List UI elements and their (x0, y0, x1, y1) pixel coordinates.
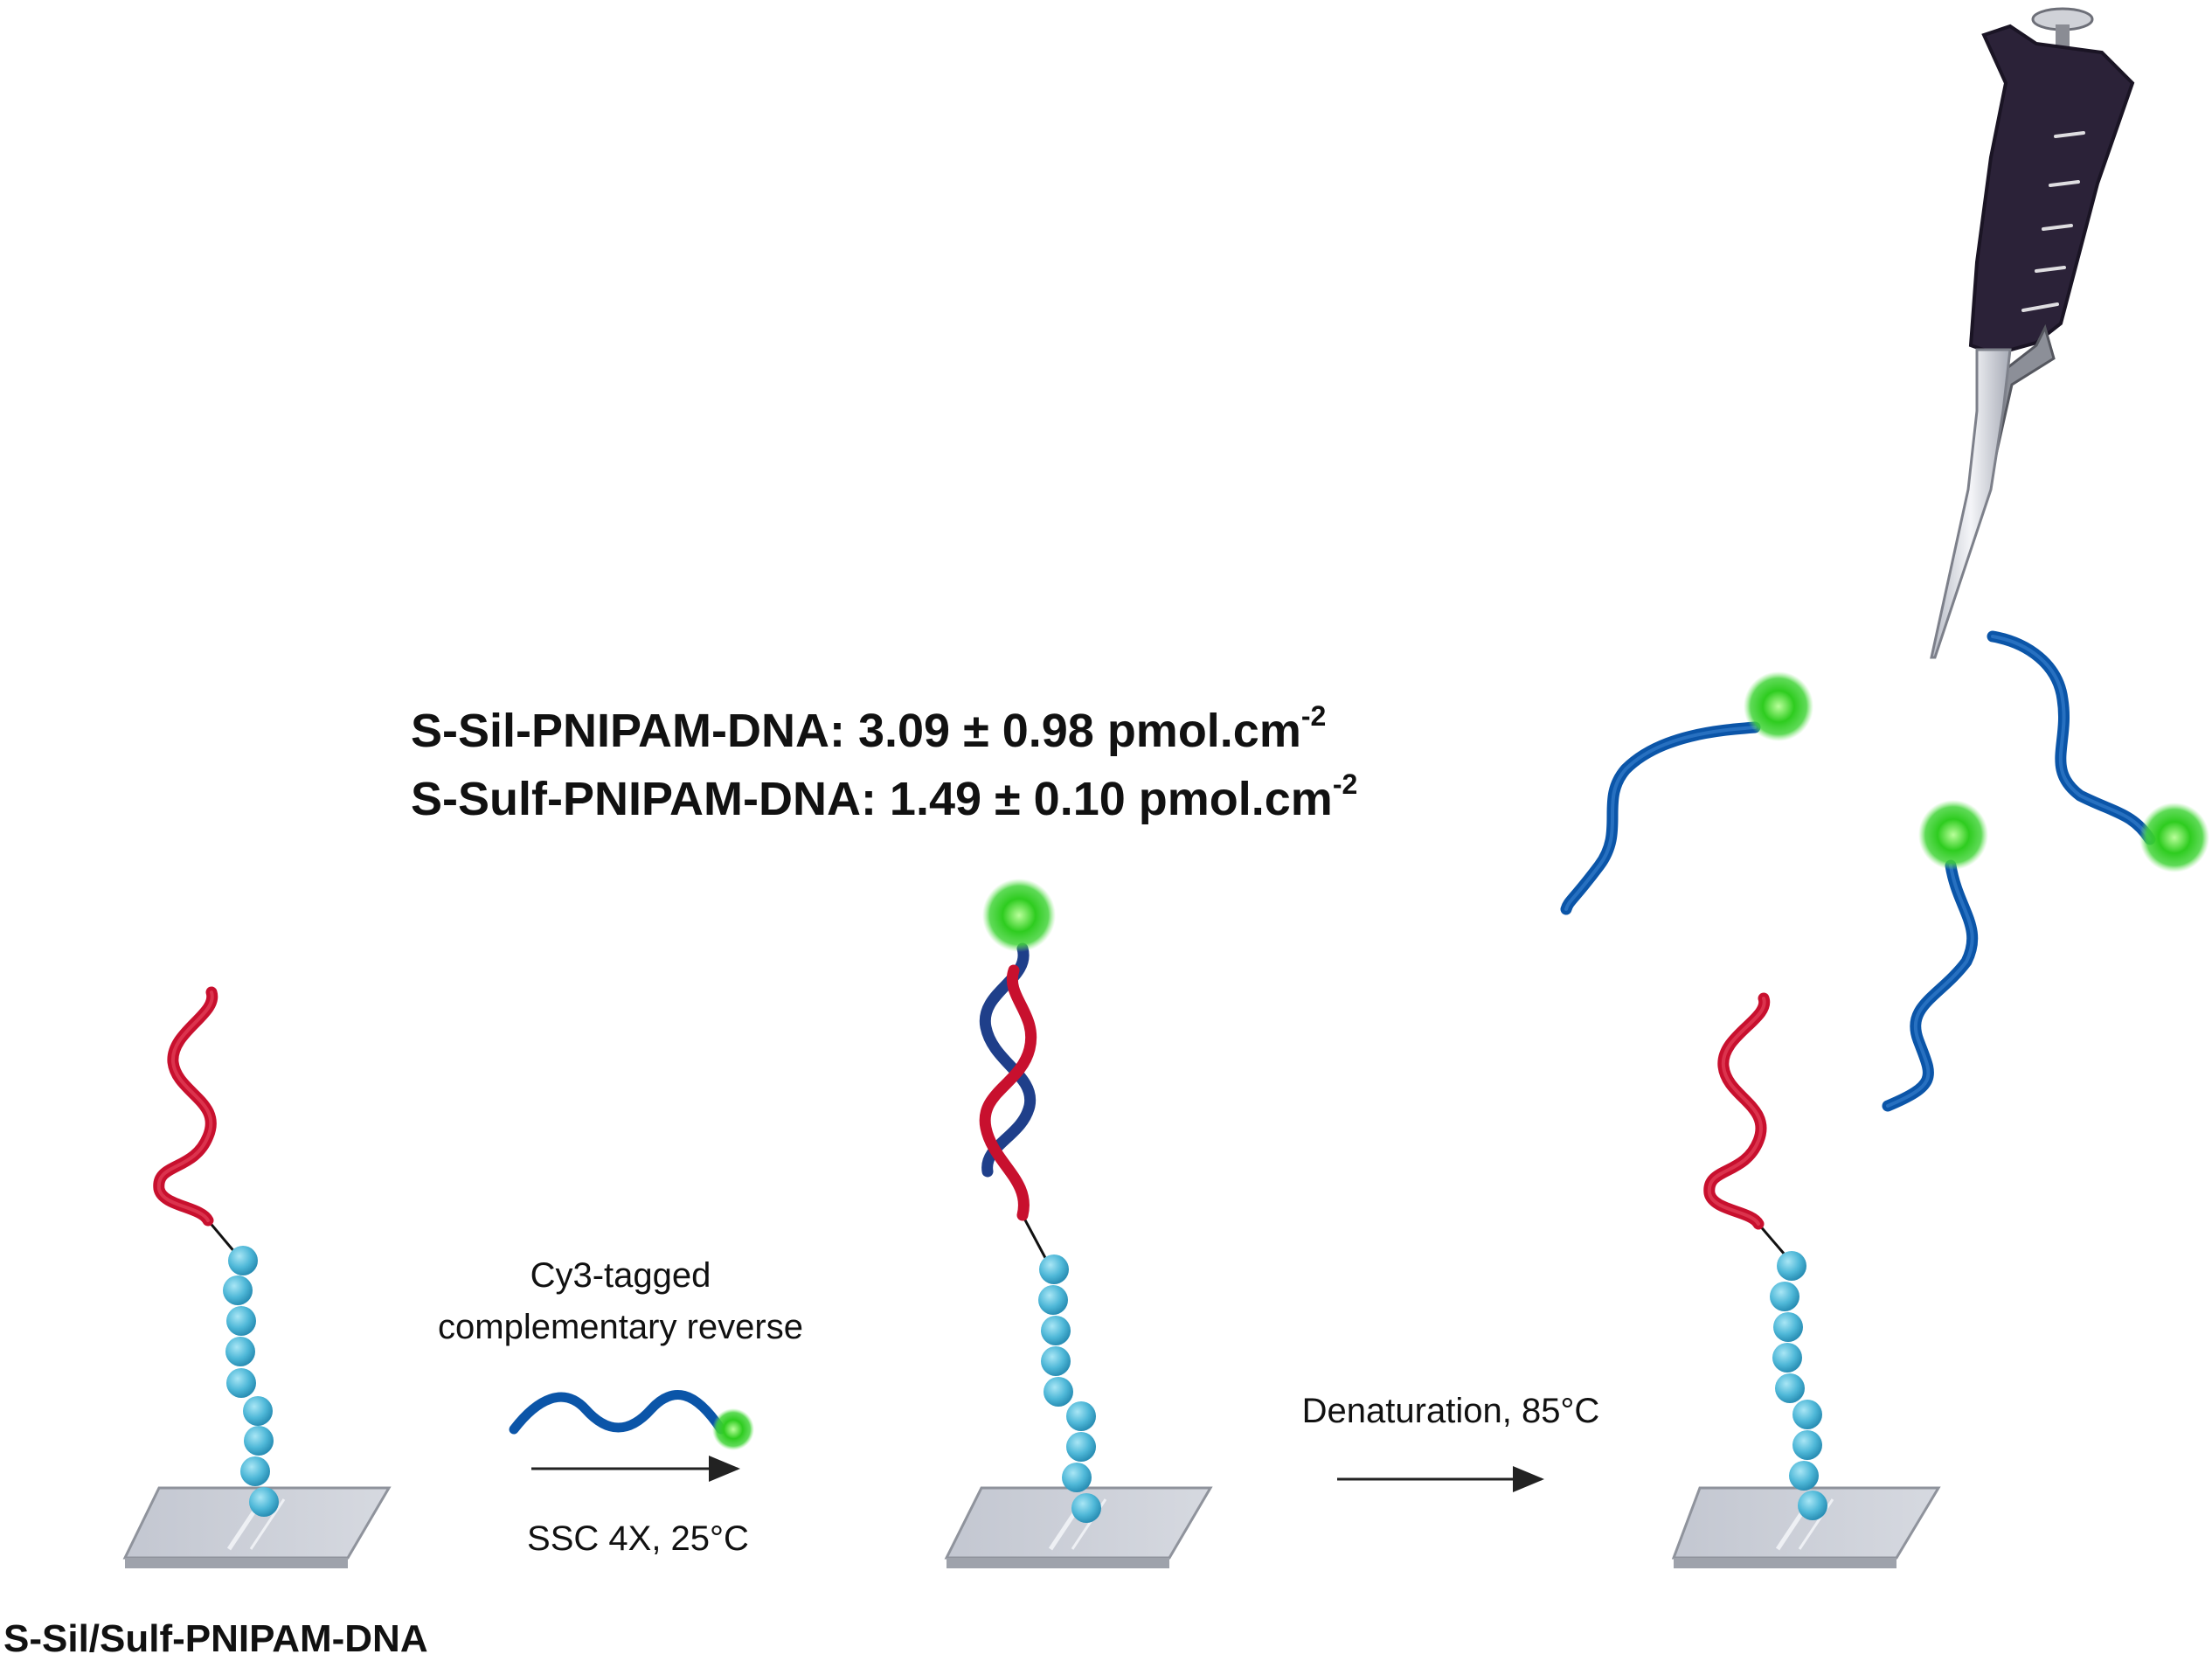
polymer-chain (1770, 1251, 1827, 1520)
glass-slide-icon (944, 1486, 1213, 1568)
step2-condition: Denaturation, 85°C (1301, 1392, 1600, 1430)
result-sil-exponent: -2 (1300, 700, 1327, 732)
micropipette-icon (1930, 7, 2135, 659)
polymer-chain (223, 1246, 279, 1517)
fluorophore-icon (2139, 803, 2209, 872)
dna-strand-icon (509, 1390, 726, 1435)
glass-slide-icon (1671, 1486, 1941, 1568)
step1-reagent-line2: complementary reverse (438, 1308, 803, 1346)
result-sulf-exponent: -2 (1332, 768, 1358, 800)
fluorophore-icon (1918, 800, 1988, 870)
construct-denatured (1671, 992, 1941, 1568)
result-sulf-text: S-Sulf-PNIPAM-DNA: 1.49 ± 0.10 pmol.cm (411, 773, 1333, 825)
construct-initial (122, 986, 392, 1568)
free-target-strand-2 (1987, 630, 2209, 872)
step1-condition: SSC 4X, 25°C (527, 1519, 749, 1558)
fluorophore-icon (712, 1408, 754, 1450)
step1-reagent-line1: Cy3-tagged (530, 1256, 711, 1295)
step1-reagent (509, 1390, 754, 1450)
fluorophore-icon (982, 879, 1056, 952)
substrate-label: S-Sil/Sulf-PNIPAM-DNA (3, 1617, 428, 1660)
free-target-strand-3 (1882, 800, 1988, 1112)
result-line-sulf: S-Sulf-PNIPAM-DNA: 1.49 ± 0.10 pmol.cm-2 (411, 750, 1357, 833)
free-target-strand-1 (1560, 671, 1813, 915)
polymer-chain (1038, 1255, 1101, 1523)
glass-slide-icon (122, 1486, 392, 1568)
result-sil-text: S-Sil-PNIPAM-DNA: 3.09 ± 0.98 pmol.cm (411, 705, 1301, 757)
construct-hybridized (944, 879, 1213, 1568)
target-strand (979, 942, 1037, 1178)
result-line-sil: S-Sil-PNIPAM-DNA: 3.09 ± 0.98 pmol.cm-2 (411, 682, 1326, 765)
fluorophore-icon (1744, 671, 1813, 741)
probe-strand (979, 964, 1037, 1221)
